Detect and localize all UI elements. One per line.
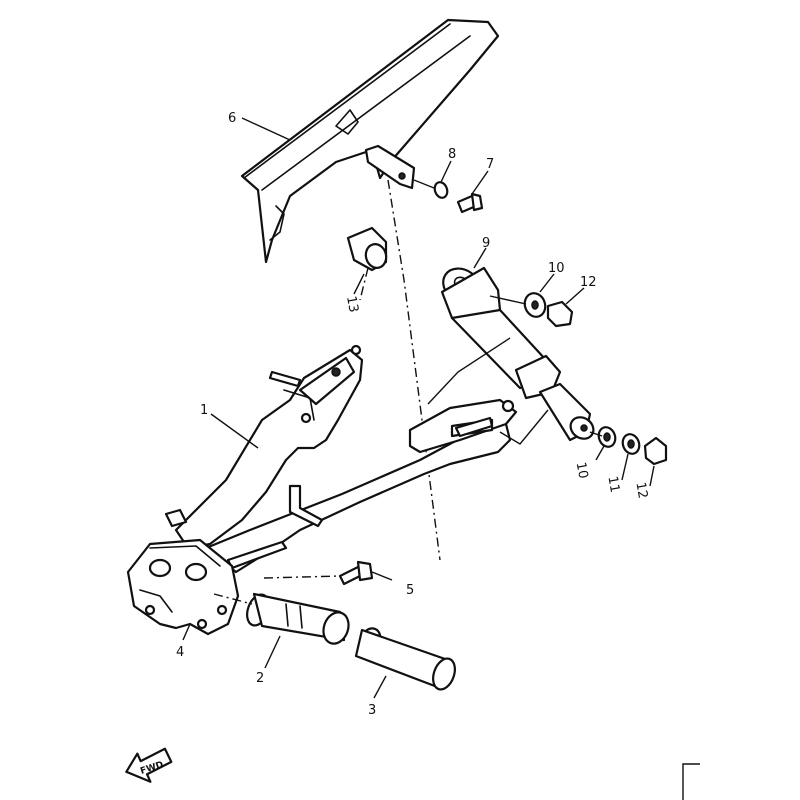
shock-upper-axis: [489, 295, 527, 305]
callout-8: 8: [448, 147, 456, 162]
part-3-pivot-tube: [354, 627, 456, 691]
leader-10-upper: [539, 273, 555, 293]
leader-12-lower: [649, 465, 655, 487]
part-12-nut-upper: [546, 300, 574, 328]
collar-axis: [359, 267, 369, 301]
fwd-arrow-marker: FWD: [125, 747, 173, 783]
leader-12-upper: [565, 287, 585, 305]
leader-11: [621, 453, 629, 481]
callout-10-lower: 10: [573, 461, 591, 480]
shock-lower-mount-axis: [427, 337, 511, 405]
bolt-5-axis: [263, 575, 341, 579]
callout-12-upper: 12: [580, 275, 597, 290]
frame-corner-mark: [682, 763, 700, 800]
leader-10-lower: [595, 445, 605, 461]
callout-1: 1: [200, 403, 208, 418]
part-2-pivot-collar: [246, 592, 350, 645]
leader-8: [440, 160, 452, 183]
leader-7: [471, 170, 489, 195]
bolt-7-axis: [413, 179, 435, 189]
part-13-collar: [346, 226, 388, 272]
callout-9: 9: [482, 236, 490, 251]
leader-6: [241, 117, 291, 141]
chain-case-axis: [387, 179, 441, 561]
callout-3: 3: [368, 703, 376, 718]
leader-9: [473, 247, 487, 269]
shock-lower-axis: [589, 431, 603, 437]
part-1-rear-arm: [164, 344, 518, 574]
part-10-washer-lower: [597, 426, 617, 448]
leader-3: [373, 675, 387, 699]
leader-13: [353, 273, 365, 295]
part-7-bolt: [456, 192, 484, 214]
part-4-pivot-housing: [126, 538, 240, 636]
part-5-bolt: [338, 560, 374, 586]
part-11-washer: [621, 433, 641, 455]
leader-2: [264, 635, 281, 669]
part-12-nut-lower: [643, 436, 668, 466]
leader-4: [182, 623, 191, 641]
callout-5: 5: [406, 583, 414, 598]
part-8-washer: [433, 181, 449, 199]
shock-right-axis: [499, 409, 549, 445]
callout-6: 6: [228, 111, 236, 126]
callout-11: 11: [604, 475, 622, 494]
part-9-shock-absorber: [440, 266, 595, 442]
pivot-axis-left: [213, 593, 253, 605]
callout-10-upper: 10: [548, 261, 565, 276]
callout-13: 13: [343, 295, 361, 314]
part-10-washer-upper: [523, 292, 547, 318]
part-6-chain-case: [240, 18, 500, 264]
callout-12-lower: 12: [632, 481, 650, 500]
leader-5: [371, 571, 393, 581]
callout-4: 4: [176, 645, 184, 660]
callout-2: 2: [256, 671, 264, 686]
leader-1: [210, 413, 259, 449]
callout-7: 7: [486, 157, 494, 172]
